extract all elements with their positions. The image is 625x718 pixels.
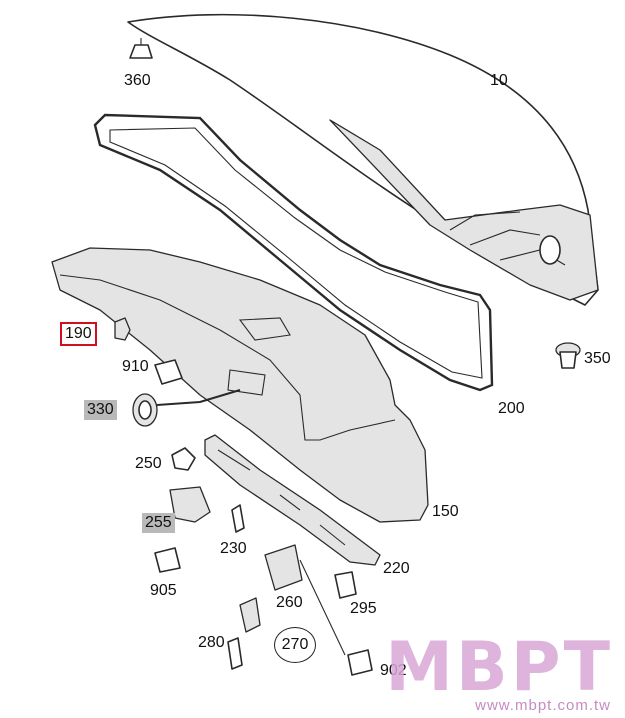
holder-255-part[interactable] [169,486,211,523]
callout-10[interactable]: 10 [490,72,508,89]
lock-260-part[interactable] [264,544,346,656]
lock-bracket-part[interactable] [204,434,381,566]
buffer-250-part[interactable] [171,447,196,471]
callout-150[interactable]: 150 [432,503,459,520]
switch-330-part[interactable] [132,389,241,427]
callout-260[interactable]: 260 [276,594,303,611]
callout-280[interactable]: 280 [198,634,225,651]
clip-190-part[interactable] [114,317,131,341]
callout-220[interactable]: 220 [383,560,410,577]
trunk-seal-part[interactable] [93,113,494,392]
pin-230-part[interactable] [231,504,245,533]
watermark-url: www.mbpt.com.tw [475,697,611,714]
watermark-brand: MBPT [385,628,613,707]
actuator-270-part[interactable] [239,597,261,633]
clip-295-part[interactable] [334,571,357,599]
callout-255[interactable]: 255 [142,513,175,533]
callout-270[interactable]: 270 [274,627,316,663]
callout-295[interactable]: 295 [350,600,377,617]
clip-350-part[interactable] [555,342,581,369]
bracket-910-part[interactable] [154,359,183,385]
callout-230[interactable]: 230 [220,540,247,557]
trunk-lid-part[interactable] [127,13,599,306]
clip-360-part[interactable] [129,38,153,59]
callout-330[interactable]: 330 [84,400,117,420]
callout-910[interactable]: 910 [122,358,149,375]
callout-350[interactable]: 350 [584,350,611,367]
callout-190[interactable]: 190 [60,322,97,346]
callout-250[interactable]: 250 [135,455,162,472]
clip-902-part[interactable] [347,649,373,676]
rod-280-part[interactable] [227,637,243,670]
callout-200[interactable]: 200 [498,400,525,417]
callout-902[interactable]: 902 [380,662,407,679]
callout-905[interactable]: 905 [150,582,177,599]
bracket-905-part[interactable] [154,547,181,573]
callout-360[interactable]: 360 [124,72,151,89]
